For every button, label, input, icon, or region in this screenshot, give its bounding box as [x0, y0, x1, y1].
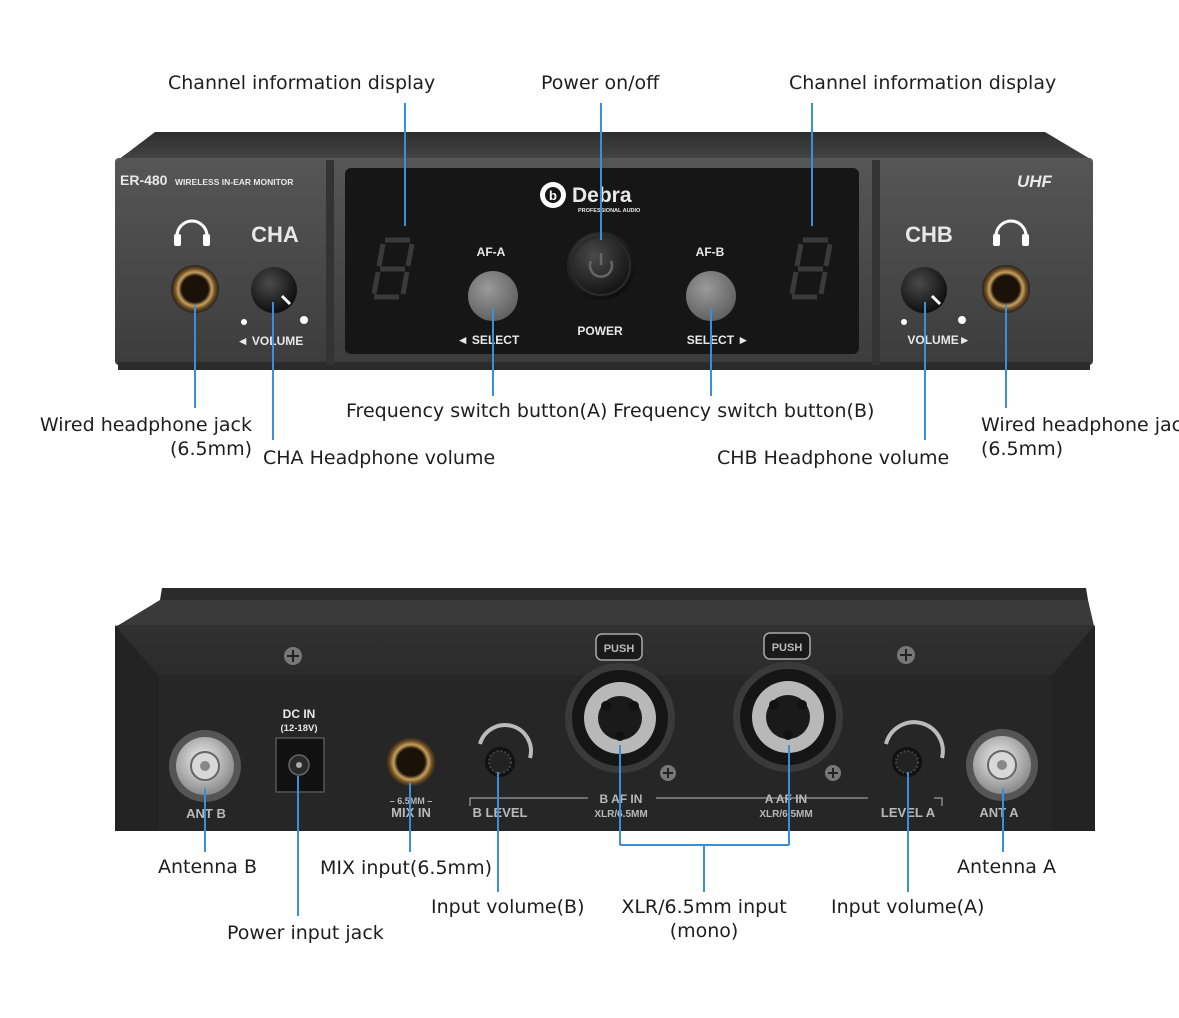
cha-volume-knob[interactable]	[241, 267, 308, 325]
callout-channel-display-right: Channel information display	[789, 72, 1057, 94]
callout-input-vol-b: Input volume(B)	[431, 896, 585, 918]
callout-xlr-input: XLR/6.5mm input (mono)	[604, 895, 804, 943]
debra-logo: b	[540, 182, 566, 208]
svg-text:b: b	[549, 188, 557, 203]
callout-wired-jack-left-line2: (6.5mm)	[169, 438, 252, 460]
brand-tagline: PROFESSIONAL AUDIO	[578, 208, 641, 214]
seven-segment-digit-a	[371, 237, 415, 300]
seven-segment-digit-b	[789, 237, 833, 300]
af-a-label: AF-A	[477, 245, 506, 259]
callout-wired-jack-right-line2: (6.5mm)	[981, 438, 1064, 460]
callout-power-onoff: Power on/off	[541, 72, 660, 94]
chb-volume-knob[interactable]	[901, 267, 966, 325]
callout-chb-volume: CHB Headphone volume	[717, 447, 950, 469]
screw-icon	[284, 646, 915, 781]
xlr-combo-jack-b[interactable]	[565, 633, 675, 773]
frequency-switch-button-b[interactable]	[686, 271, 736, 321]
push-label-b: PUSH	[604, 643, 635, 655]
af-in-a-label: A AF IN	[765, 792, 807, 806]
callout-freq-b: Frequency switch button(B)	[613, 400, 875, 422]
dc-range-label: (12-18V)	[281, 723, 318, 734]
headphone-icon-left	[174, 219, 210, 246]
rear-panel: PUSH PUSH DC IN (12-18V) – 6.5MM – MIX I…	[115, 588, 1095, 831]
select-label-left: ◄ SELECT	[457, 333, 520, 347]
af-b-label: AF-B	[696, 245, 725, 259]
antenna-a-connector[interactable]	[966, 729, 1038, 801]
level-b-label: B LEVEL	[473, 805, 528, 820]
band-label: UHF	[1017, 172, 1053, 191]
volume-label-left: ◄ VOLUME	[237, 334, 304, 348]
front-panel: b	[115, 132, 1093, 370]
dc-in-label: DC IN	[283, 707, 316, 721]
callout-cha-volume: CHA Headphone volume	[263, 447, 496, 469]
callout-xlr-input-line2: (mono)	[669, 920, 739, 942]
leader-lines	[194, 103, 1007, 916]
callout-wired-jack-right-line1: Wired headphone jack	[981, 414, 1179, 436]
cha-label: CHA	[251, 222, 299, 247]
antenna-b-connector[interactable]	[169, 730, 241, 802]
power-label: POWER	[577, 324, 623, 338]
mix-input-jack[interactable]	[386, 737, 436, 787]
callout-mix-input: MIX input(6.5mm)	[320, 857, 492, 879]
callout-xlr-input-line1: XLR/6.5mm input	[621, 896, 787, 918]
power-input-jack[interactable]	[275, 737, 325, 793]
model-sublabel: WIRELESS IN-EAR MONITOR	[175, 177, 293, 187]
callout-channel-display-left: Channel information display	[168, 72, 436, 94]
ant-a-label: ANT A	[979, 805, 1019, 820]
xlr-a-label: XLR/6.5MM	[759, 809, 812, 820]
wired-headphone-jack-right[interactable]	[982, 265, 1030, 313]
input-volume-b-knob[interactable]	[478, 723, 533, 777]
xlr-combo-jack-a[interactable]	[733, 632, 843, 772]
callout-freq-a: Frequency switch button(A)	[346, 400, 608, 422]
push-label-a: PUSH	[772, 642, 803, 654]
volume-label-right: VOLUME►	[907, 333, 970, 347]
callout-wired-jack-left: Wired headphone jack (6.5mm)	[30, 413, 252, 461]
wired-headphone-jack-left[interactable]	[171, 265, 219, 313]
chb-label: CHB	[905, 222, 953, 247]
callout-wired-jack-left-line1: Wired headphone jack	[39, 414, 252, 436]
callout-input-vol-a: Input volume(A)	[831, 896, 985, 918]
headphone-icon-right	[993, 219, 1029, 246]
model-label: ER-480	[120, 172, 168, 188]
callout-antenna-a: Antenna A	[957, 856, 1056, 878]
power-button[interactable]	[567, 232, 635, 300]
select-label-right: SELECT ►	[687, 333, 750, 347]
callout-power-input: Power input jack	[227, 922, 384, 944]
callout-antenna-b: Antenna B	[158, 856, 257, 878]
frequency-switch-button-a[interactable]	[468, 271, 518, 321]
callout-wired-jack-right: Wired headphone jack (6.5mm)	[981, 413, 1179, 461]
